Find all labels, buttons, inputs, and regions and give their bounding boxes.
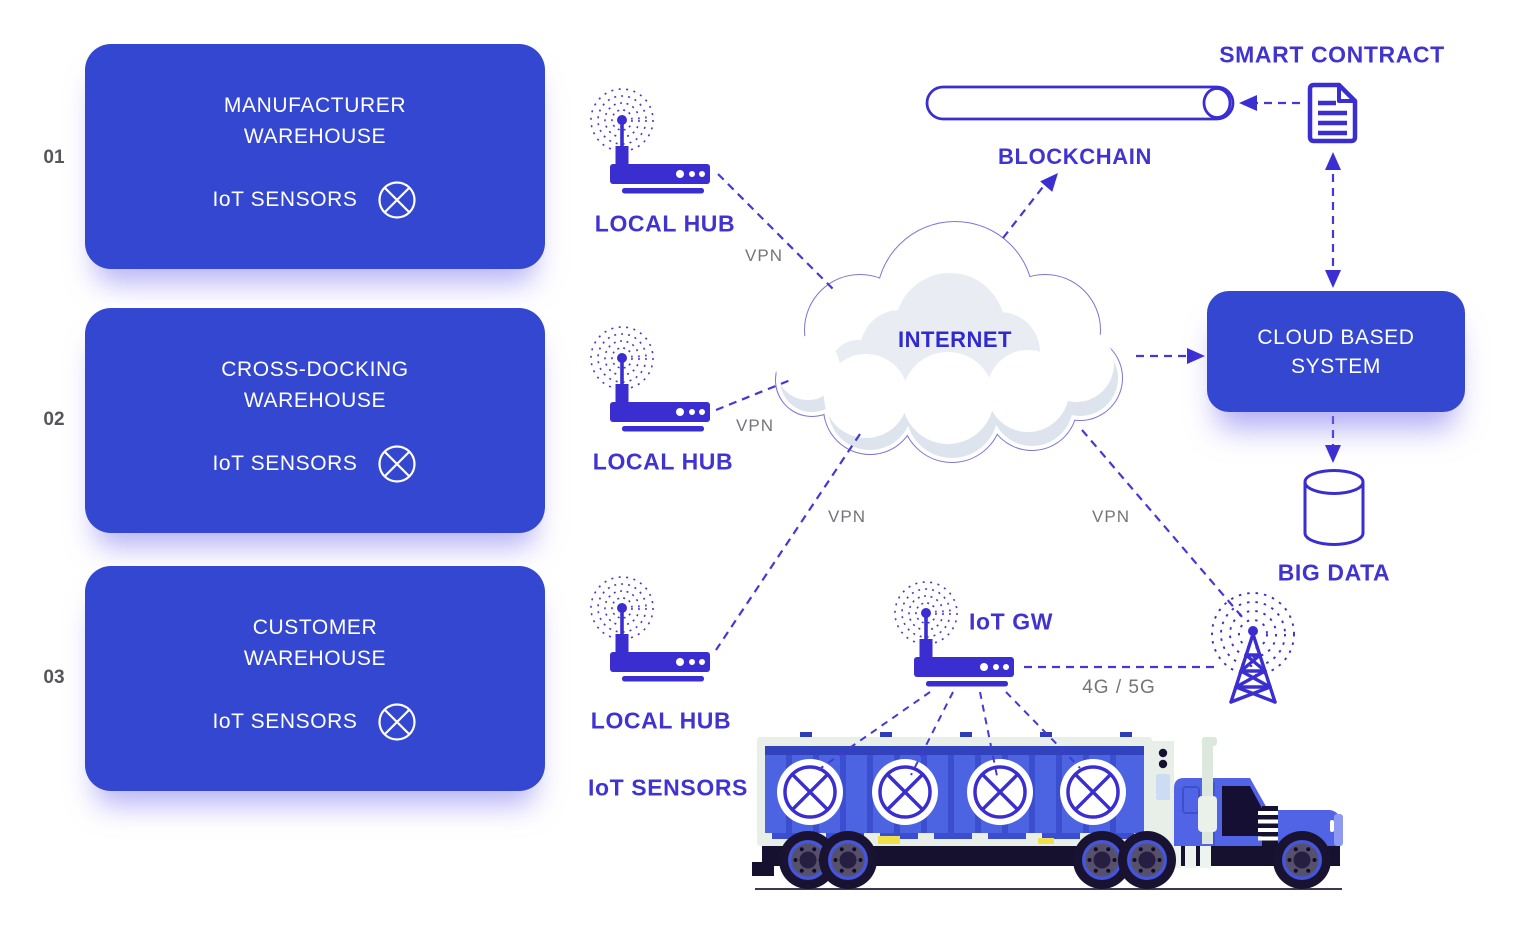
vpn-label-4: VPN — [1092, 507, 1130, 526]
smart-contract-document-icon — [1307, 82, 1358, 144]
big-data-database-icon — [1303, 469, 1365, 546]
sensor-icon — [377, 703, 416, 741]
router-local-hub-3 — [590, 576, 711, 683]
vpn-label-3: VPN — [828, 507, 866, 526]
internet-label: INTERNET — [898, 327, 1012, 352]
line-internet-blockchain — [1002, 182, 1047, 239]
card-customer-warehouse: CUSTOMER WAREHOUSE IoT SENSORS — [85, 566, 545, 791]
warehouse-title: CROSS-DOCKING WAREHOUSE — [221, 358, 409, 412]
gw-sensor-links — [817, 691, 1081, 777]
vpn-line-internet-hub3 — [715, 433, 861, 651]
cellular-4g5g-label: 4G / 5G — [1082, 677, 1156, 698]
truck-cab — [1170, 737, 1343, 868]
vpn-line-hub1-internet — [717, 173, 837, 293]
vpn-label-2: VPN — [736, 416, 774, 435]
warehouse-number-2: 02 — [43, 409, 65, 430]
sensor-icon — [377, 181, 416, 219]
truck-iot-sensors-label: IoT SENSORS — [588, 774, 748, 801]
iot-gw-label: IoT GW — [968, 608, 1054, 635]
local-hub-2-label: LOCAL HUB — [592, 448, 734, 475]
vpn-label-1: VPN — [745, 246, 783, 265]
arrowheads — [1040, 95, 1341, 463]
local-hub-1-label: LOCAL HUB — [594, 210, 736, 237]
cloud-based-system-box: CLOUD BASED SYSTEM — [1207, 291, 1465, 412]
warehouse-number-1: 01 — [43, 147, 65, 168]
sensor-icon — [377, 445, 416, 483]
iot-sensors-label: IoT SENSORS — [212, 452, 358, 475]
card-cross-docking-warehouse: CROSS-DOCKING WAREHOUSE IoT SENSORS — [85, 308, 545, 533]
warehouse-number-3: 03 — [43, 667, 65, 688]
warehouse-title: CUSTOMER WAREHOUSE — [243, 616, 387, 670]
smart-contract-label: SMART CONTRACT — [1219, 41, 1445, 68]
blockchain-label: BLOCKCHAIN — [998, 144, 1152, 169]
local-hub-3-label: LOCAL HUB — [590, 707, 732, 734]
warehouse-title: MANUFACTURER WAREHOUSE — [223, 94, 407, 148]
iot-sensors-label: IoT SENSORS — [212, 710, 358, 733]
truck-illustration — [752, 732, 1343, 890]
big-data-label: BIG DATA — [1277, 559, 1391, 586]
router-local-hub-2 — [590, 326, 711, 433]
cell-tower-icon — [1211, 592, 1295, 704]
iot-sensors-label: IoT SENSORS — [212, 188, 358, 211]
card-manufacturer-warehouse: MANUFACTURER WAREHOUSE IoT SENSORS — [85, 44, 545, 269]
internet-cloud — [775, 221, 1123, 463]
blockchain-cylinder-icon — [925, 85, 1235, 121]
router-local-hub-1 — [590, 88, 711, 195]
truck-container — [757, 732, 1152, 846]
